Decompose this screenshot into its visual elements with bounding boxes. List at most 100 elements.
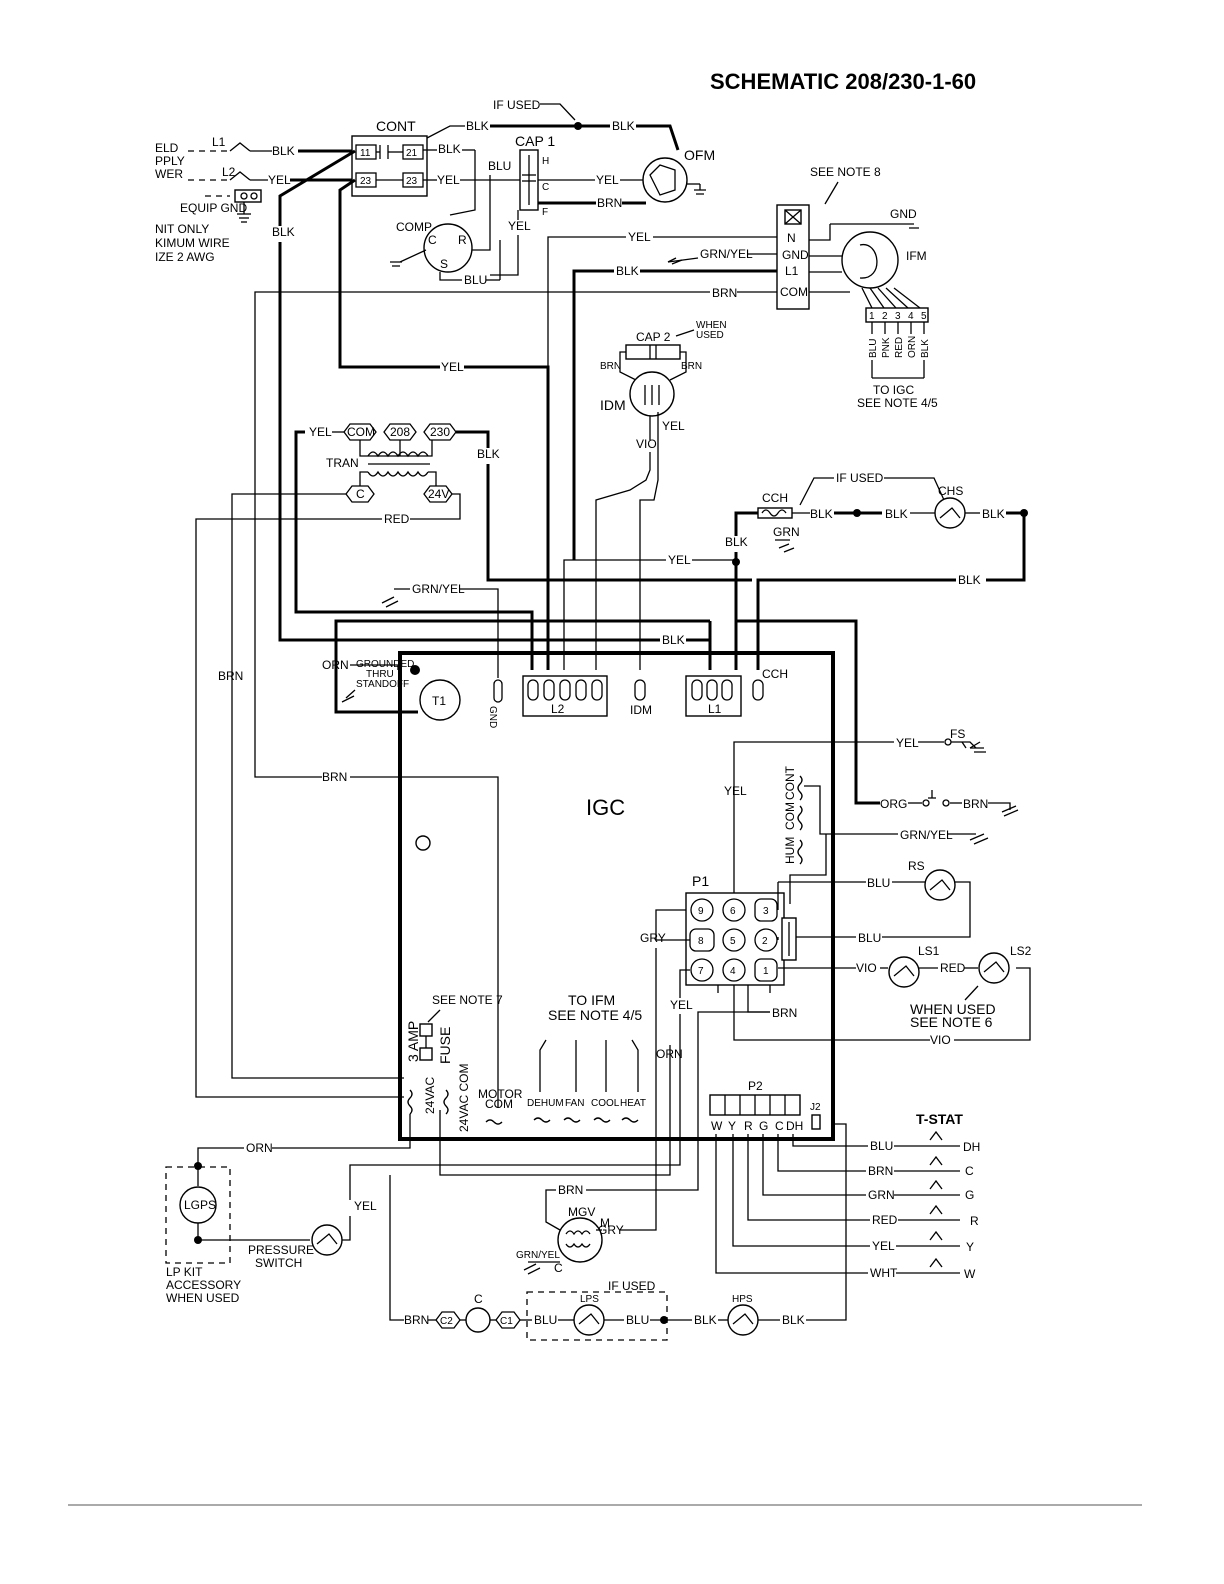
svg-text:GRN: GRN bbox=[868, 1188, 895, 1202]
hps-label: HPS bbox=[732, 1294, 753, 1305]
transformer: YEL COM 208 230 TRAN C 24V BLK RED BRN bbox=[195, 423, 752, 1098]
svg-text:24VAC: 24VAC bbox=[423, 1077, 437, 1114]
svg-text:W: W bbox=[711, 1119, 723, 1133]
svg-text:GRY: GRY bbox=[598, 1223, 624, 1237]
svg-text:BLK: BLK bbox=[272, 225, 295, 239]
svg-text:3: 3 bbox=[763, 906, 769, 917]
svg-text:YEL: YEL bbox=[724, 784, 747, 798]
svg-text:VIO: VIO bbox=[856, 961, 877, 975]
svg-text:GROUNDED: GROUNDED bbox=[356, 659, 414, 670]
l1-label: L1 bbox=[212, 135, 226, 149]
svg-text:1: 1 bbox=[763, 966, 769, 977]
svg-text:GRN/YEL: GRN/YEL bbox=[900, 828, 953, 842]
svg-text:VIO: VIO bbox=[636, 437, 657, 451]
svg-text:BLK: BLK bbox=[885, 507, 908, 521]
ifm-label: IFM bbox=[906, 249, 927, 263]
svg-text:PRESSURE: PRESSURE bbox=[248, 1243, 314, 1257]
svg-text:SWITCH: SWITCH bbox=[255, 1256, 302, 1270]
cap2-label: CAP 2 bbox=[636, 330, 671, 344]
svg-text:GND: GND bbox=[782, 248, 809, 262]
main-gas-valve-mgv: BRN MGV M GRN/YEL C bbox=[516, 1183, 610, 1275]
svg-text:BLU: BLU bbox=[858, 931, 881, 945]
tstat-label: T-STAT bbox=[916, 1111, 963, 1127]
crankcase-heater: CCH GRN BLK BLK IF USED CHS BLK BLK BLK … bbox=[563, 471, 1028, 670]
comp-label: COMP bbox=[396, 220, 432, 234]
svg-text:WHEN USED: WHEN USED bbox=[166, 1291, 240, 1305]
svg-text:C: C bbox=[965, 1164, 974, 1178]
svg-text:BLU: BLU bbox=[870, 1139, 893, 1153]
svg-text:BLK: BLK bbox=[466, 119, 489, 133]
tran-label: TRAN bbox=[326, 456, 359, 470]
cap1-label: CAP 1 bbox=[515, 133, 555, 149]
svg-text:COM: COM bbox=[780, 285, 808, 299]
svg-text:YEL: YEL bbox=[309, 425, 332, 439]
svg-text:ACCESSORY: ACCESSORY bbox=[166, 1278, 241, 1292]
svg-text:STANDOFF: STANDOFF bbox=[356, 679, 409, 690]
svg-text:H: H bbox=[542, 156, 549, 167]
svg-text:BRN: BRN bbox=[558, 1183, 583, 1197]
svg-text:MOTOR: MOTOR bbox=[478, 1087, 523, 1101]
svg-text:W: W bbox=[964, 1267, 976, 1281]
igc-ground: GRN/YEL bbox=[381, 582, 499, 678]
inducer-motor-idm: CAP 2 WHEN USED BRN BRN IDM YEL VIO bbox=[595, 320, 727, 670]
svg-text:M: M bbox=[600, 1216, 610, 1230]
svg-text:RED: RED bbox=[940, 961, 966, 975]
svg-text:R: R bbox=[744, 1119, 753, 1133]
fuse-label: FUSE bbox=[437, 1027, 453, 1064]
svg-text:HEAT: HEAT bbox=[620, 1098, 646, 1109]
svg-text:BLU: BLU bbox=[488, 159, 511, 173]
svg-text:GRN: GRN bbox=[773, 525, 800, 539]
svg-text:BLU: BLU bbox=[534, 1313, 557, 1327]
igc-cch-label: CCH bbox=[762, 667, 788, 681]
svg-text:YEL: YEL bbox=[668, 553, 691, 567]
igc-l2-label: L2 bbox=[551, 702, 565, 716]
svg-text:F: F bbox=[542, 207, 548, 218]
svg-text:SEE NOTE 4/5: SEE NOTE 4/5 bbox=[857, 396, 938, 410]
svg-text:CONT: CONT bbox=[783, 765, 797, 800]
svg-text:BLK: BLK bbox=[616, 264, 639, 278]
svg-text:S: S bbox=[440, 257, 448, 271]
svg-text:RED: RED bbox=[384, 512, 410, 526]
svg-text:ORN: ORN bbox=[322, 658, 349, 672]
p2-connector: P2 W Y R G C DH J2 bbox=[709, 1079, 821, 1133]
svg-text:YEL: YEL bbox=[872, 1239, 895, 1253]
svg-text:COM: COM bbox=[783, 802, 797, 830]
svg-text:WHEN: WHEN bbox=[696, 320, 727, 331]
igc-idm-label: IDM bbox=[630, 703, 652, 717]
svg-text:DEHUM: DEHUM bbox=[527, 1098, 564, 1109]
svg-text:C: C bbox=[356, 487, 365, 501]
svg-text:YEL: YEL bbox=[896, 736, 919, 750]
svg-text:WER: WER bbox=[155, 167, 183, 181]
svg-text:RED: RED bbox=[872, 1213, 898, 1227]
p1-label: P1 bbox=[692, 873, 709, 889]
p1-wiring: GRY GRY YEL VIO BRN ORN VIO LS1 RED LS2 … bbox=[349, 882, 1032, 1237]
t1-ground: ORN GROUNDED THRU STANDOFF T1 bbox=[322, 619, 880, 805]
svg-text:FAN: FAN bbox=[565, 1098, 584, 1109]
svg-text:GRY: GRY bbox=[640, 931, 666, 945]
gas-safety-circuit: BRN C2 C C1 BLU IF USED LPS BLU BLK HPS … bbox=[389, 1123, 847, 1341]
idm-label: IDM bbox=[600, 397, 626, 413]
svg-text:R: R bbox=[970, 1214, 979, 1228]
svg-text:C: C bbox=[542, 182, 549, 193]
svg-text:HUM: HUM bbox=[783, 837, 797, 864]
svg-text:COM: COM bbox=[347, 425, 375, 439]
svg-text:BLK: BLK bbox=[272, 144, 295, 158]
svg-text:GRN/YEL: GRN/YEL bbox=[516, 1250, 560, 1261]
svg-text:BLU: BLU bbox=[464, 273, 487, 287]
svg-text:L1: L1 bbox=[785, 264, 799, 278]
svg-text:RED: RED bbox=[894, 337, 905, 358]
svg-text:23: 23 bbox=[406, 176, 418, 187]
svg-text:BRN: BRN bbox=[404, 1313, 429, 1327]
svg-text:24V: 24V bbox=[428, 487, 449, 501]
svg-text:COM: COM bbox=[485, 1097, 513, 1111]
svg-text:ORG: ORG bbox=[880, 797, 907, 811]
svg-text:3: 3 bbox=[895, 311, 901, 322]
ls1-label: LS1 bbox=[918, 944, 940, 958]
svg-text:WHEN USED: WHEN USED bbox=[910, 1001, 996, 1017]
svg-text:5: 5 bbox=[921, 311, 927, 322]
svg-text:9: 9 bbox=[698, 906, 704, 917]
svg-text:23: 23 bbox=[360, 176, 372, 187]
lp-kit: ORN LGPS LP KIT ACCESSORY WHEN USED PRES… bbox=[165, 1114, 411, 1305]
svg-text:1: 1 bbox=[869, 311, 875, 322]
